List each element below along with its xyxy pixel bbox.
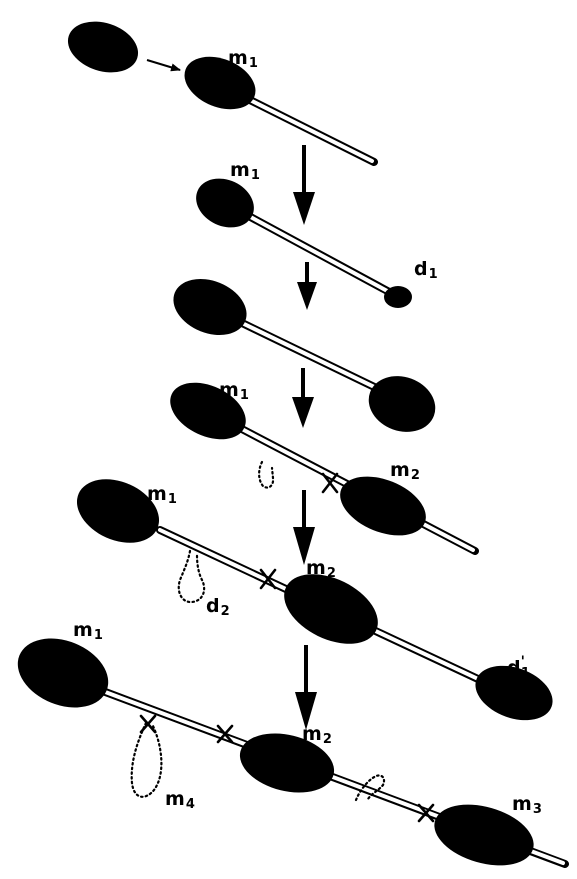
label-m2: m2 xyxy=(302,723,332,747)
label-m2: m2 xyxy=(306,557,336,581)
mother-cell-m1 xyxy=(161,371,255,450)
label-m1: m1 xyxy=(73,619,103,643)
label-m1: m1 xyxy=(147,483,177,507)
spore-cell xyxy=(61,13,144,81)
daughter-bud-d1 xyxy=(384,286,412,308)
branch-loop-m4 xyxy=(132,723,162,797)
label-m4: m4 xyxy=(165,788,195,812)
label-m2: m2 xyxy=(390,459,420,483)
label-m3: m3 xyxy=(512,793,542,817)
down-arrow xyxy=(297,262,317,310)
label-m1: m1 xyxy=(230,159,260,183)
label-m1: m1 xyxy=(228,47,258,71)
down-arrow xyxy=(293,490,315,565)
daughter-cell xyxy=(361,367,443,441)
down-arrow xyxy=(293,145,315,225)
down-arrow xyxy=(295,645,317,730)
mother-cell xyxy=(165,269,255,346)
label-m1: m1 xyxy=(219,379,249,403)
stage-1: m1 xyxy=(61,13,374,162)
stage-5: m1 m2 d2 d'1 xyxy=(67,467,560,730)
branch-loop-d2 xyxy=(179,551,204,602)
down-arrow xyxy=(292,368,314,428)
small-arrow xyxy=(147,60,180,70)
label-d2: d2 xyxy=(206,595,230,619)
branch-initial-dotted xyxy=(259,462,273,488)
label-d1-prime: d'1 xyxy=(507,654,530,681)
stage-6: m1 m2 m3 m4 xyxy=(7,619,565,876)
label-d1: d1 xyxy=(414,258,438,282)
mother-cell-m1 xyxy=(67,467,169,555)
